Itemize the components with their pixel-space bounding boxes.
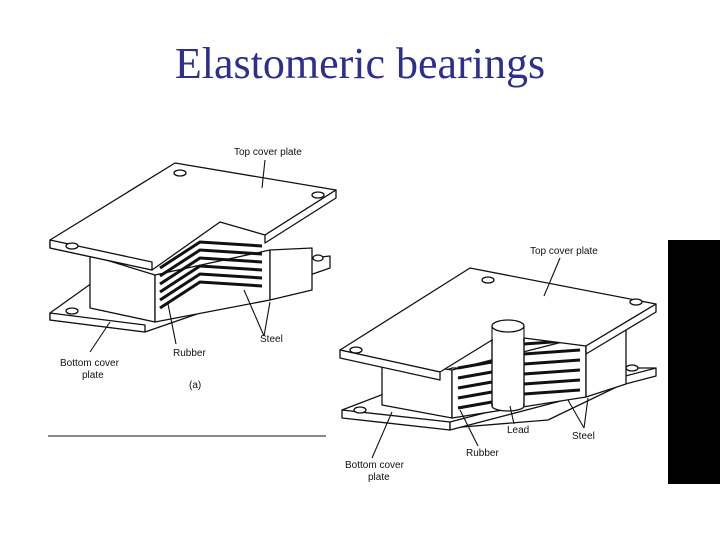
bearing-a <box>48 160 336 436</box>
label-a-bottom-cover-line2: plate <box>82 370 104 381</box>
caption-a: (a) <box>189 380 201 391</box>
label-b-bottom-cover-line1: Bottom cover <box>345 460 405 471</box>
label-b-bottom-cover-line2: plate <box>368 472 390 483</box>
label-a-top-cover-plate: Top cover plate <box>234 147 302 158</box>
label-b-lead: Lead <box>507 425 529 436</box>
label-b-rubber: Rubber <box>466 448 499 459</box>
side-black-bar <box>668 240 720 484</box>
bearing-b <box>340 258 656 458</box>
label-b-steel: Steel <box>572 431 595 442</box>
label-a-rubber: Rubber <box>173 348 206 359</box>
label-a-bottom-cover-line1: Bottom cover <box>60 358 120 369</box>
label-b-top-cover-plate: Top cover plate <box>530 246 598 257</box>
label-a-steel: Steel <box>260 334 283 345</box>
